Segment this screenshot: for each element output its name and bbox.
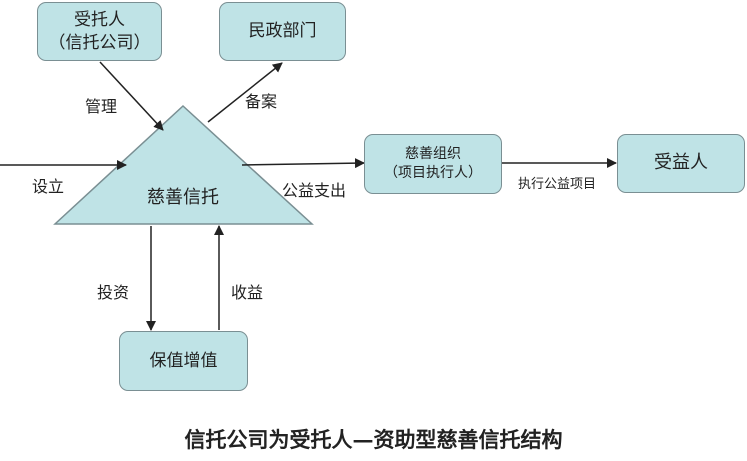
charity-org-sublabel: （项目执行人） [384, 165, 482, 181]
manage-label: 管理 [85, 97, 118, 116]
invest-label: 投资 [97, 283, 130, 302]
arrow-public-expense [241, 158, 365, 169]
beneficiary-box: 受益人 [617, 134, 745, 193]
trustee-label: 受托人 [74, 9, 125, 30]
appreciation-label: 保值增值 [149, 350, 218, 371]
diagram-caption: 信托公司为受托人—资助型慈善信托结构 [184, 427, 563, 452]
execute-project-label: 执行公益项目 [518, 177, 597, 192]
trustee-sublabel: （信托公司） [48, 32, 151, 53]
arrow-manage [99, 61, 164, 131]
beneficiary-label: 受益人 [654, 152, 708, 174]
charity-org-label: 慈善组织 [405, 146, 461, 163]
income-label: 收益 [231, 283, 264, 302]
charity-org-box: 慈善组织 （项目执行人） [364, 134, 502, 194]
appreciation-box: 保值增值 [119, 331, 248, 391]
establish-label: 设立 [32, 177, 65, 196]
charity-trust-label: 慈善信托 [147, 187, 219, 208]
arrow-filing [207, 62, 283, 123]
trustee-box: 受托人 （信托公司） [37, 2, 162, 61]
filing-label: 备案 [245, 92, 278, 111]
civil-affairs-box: 民政部门 [219, 2, 346, 61]
public-expense-label: 公益支出 [282, 181, 347, 200]
civil-affairs-label: 民政部门 [248, 21, 317, 42]
